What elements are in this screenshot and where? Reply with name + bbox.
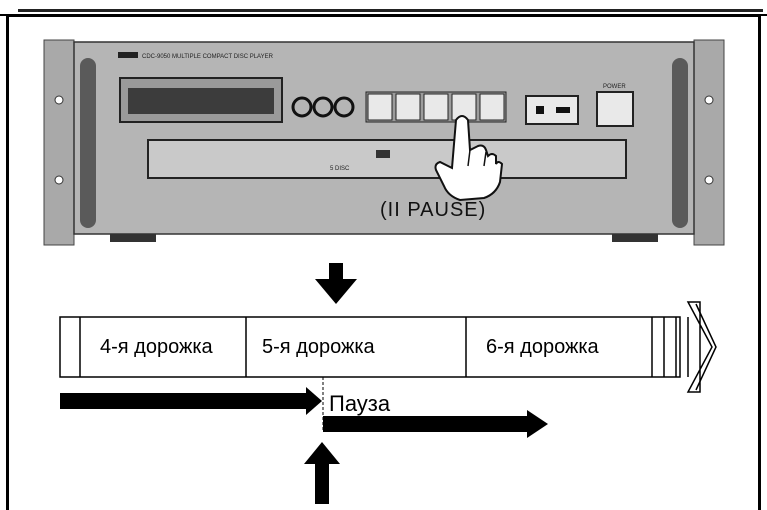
display-segments bbox=[128, 88, 274, 114]
power-label: POWER bbox=[603, 84, 626, 90]
pause-button[interactable] bbox=[423, 93, 449, 121]
left-rack-hole-bottom bbox=[54, 175, 64, 185]
disc-select-bar bbox=[556, 107, 570, 113]
right-rack-ear bbox=[693, 39, 725, 246]
knob-2[interactable] bbox=[312, 96, 334, 118]
up-arrow-icon bbox=[304, 442, 340, 504]
track-6-label: 6-я дорожка bbox=[486, 336, 600, 358]
foot-left bbox=[110, 234, 156, 242]
track-timeline: 4-я дорожка 5-я дорожка 6-я дорожка bbox=[59, 301, 717, 393]
disc-text: 5 DISC bbox=[330, 166, 350, 172]
forward-arrow-icon bbox=[60, 387, 322, 415]
right-rack-hole-top bbox=[704, 95, 714, 105]
left-handle bbox=[80, 58, 96, 228]
left-rack-hole-top bbox=[54, 95, 64, 105]
power-button[interactable] bbox=[596, 91, 634, 127]
hand-pointer-icon bbox=[434, 115, 504, 202]
pause-caption: (II PAUSE) bbox=[380, 199, 486, 221]
figure-frame bbox=[6, 14, 761, 510]
cd-player: CDC-9050 MULTIPLE COMPACT DISC PLAYER PO… bbox=[43, 39, 725, 246]
pause-label: Пауза bbox=[329, 391, 391, 416]
timeline-bar bbox=[59, 316, 681, 378]
foot-right bbox=[612, 234, 658, 242]
disc-select-dot bbox=[536, 106, 544, 114]
knob-3[interactable] bbox=[333, 96, 355, 118]
stop-button[interactable] bbox=[367, 93, 393, 121]
right-handle bbox=[672, 58, 688, 228]
right-rack-hole-bottom bbox=[704, 175, 714, 185]
disc-tray bbox=[147, 139, 627, 179]
disc-select-block[interactable] bbox=[525, 95, 579, 125]
brand-logo bbox=[118, 52, 138, 58]
model-text: CDC-9050 MULTIPLE COMPACT DISC PLAYER bbox=[142, 54, 274, 60]
down-arrow-icon bbox=[315, 263, 357, 304]
track-5-label: 5-я дорожка bbox=[262, 336, 376, 358]
resume-arrow-icon bbox=[323, 410, 548, 438]
play-button[interactable] bbox=[395, 93, 421, 121]
timeline-end-icon bbox=[686, 301, 713, 393]
left-rack-ear bbox=[43, 39, 75, 246]
tray-logo bbox=[376, 150, 390, 158]
track-4-label: 4-я дорожка bbox=[100, 336, 214, 358]
chassis bbox=[73, 41, 695, 235]
knob-1[interactable] bbox=[291, 96, 313, 118]
skip-forward-button[interactable] bbox=[479, 93, 505, 121]
